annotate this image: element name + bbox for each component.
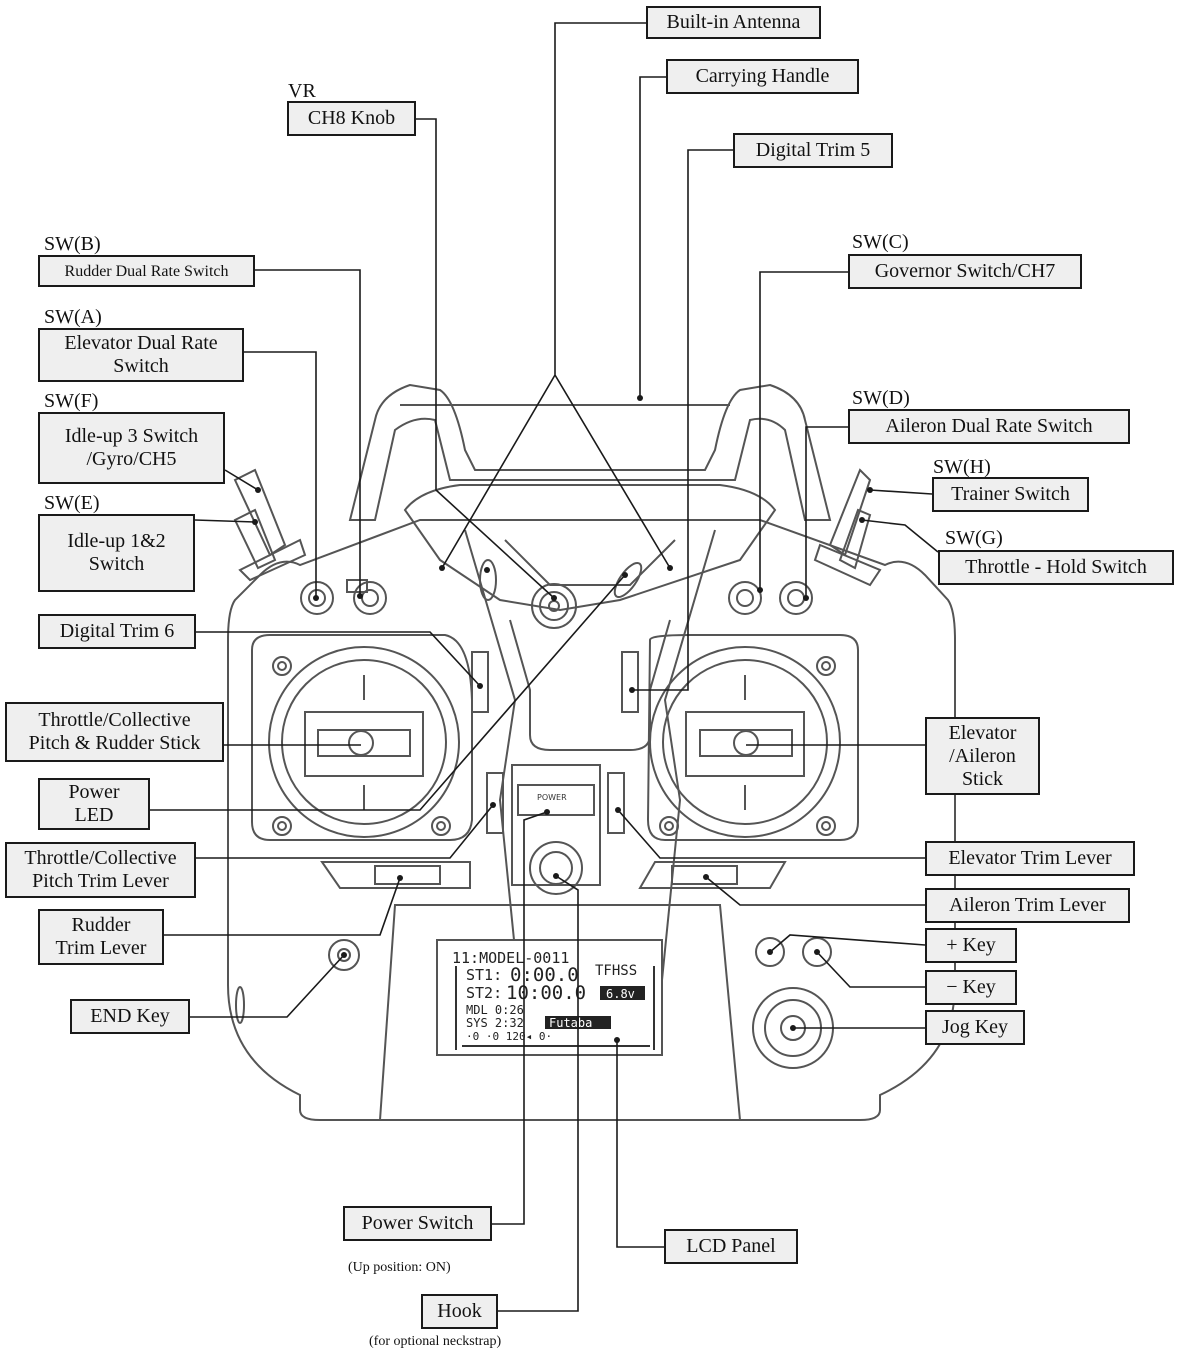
label-digital-trim-5: Digital Trim 5 <box>733 133 893 168</box>
leader-carrying-handle <box>639 76 666 398</box>
lcd-mdl: MDL 0:26 <box>466 1003 524 1017</box>
label-aileron-dual-rate: Aileron Dual Rate Switch <box>848 409 1130 444</box>
label-end-key: END Key <box>70 999 190 1034</box>
minus-key <box>802 937 832 967</box>
label-hook: Hook <box>421 1294 498 1329</box>
leader-lcd-panel <box>616 1040 664 1248</box>
leader-built-in-antenna <box>441 22 671 569</box>
ch8-knob <box>531 583 577 629</box>
aileron-trim-lever <box>638 861 787 889</box>
transmitter-body <box>227 519 956 1121</box>
digital-trim-6 <box>471 651 489 713</box>
leader-aileron-trim <box>705 876 925 906</box>
note-power-switch: (Up position: ON) <box>348 1260 451 1275</box>
note-hook: (for optional neckstrap) <box>369 1334 502 1349</box>
leader-trainer-switch <box>869 489 933 495</box>
left-stick-gimbal <box>251 634 473 841</box>
leader-aileron-dual-rate <box>805 426 848 598</box>
lcd-bottom: ·0 ·0 120◂ 0· <box>466 1030 552 1043</box>
label-built-in-antenna: Built-in Antenna <box>646 6 821 39</box>
leader-end-key <box>190 954 345 1018</box>
code-sw-f: SW(F) <box>44 390 99 412</box>
code-sw-c: SW(C) <box>852 231 909 253</box>
leader-governor-switch <box>759 271 848 590</box>
hook <box>529 841 583 895</box>
label-ch8-knob: CH8 Knob <box>287 101 416 136</box>
end-key <box>328 939 360 971</box>
leader-elevator-dual-rate <box>244 351 317 598</box>
leader-throttle-trim <box>196 804 494 859</box>
label-aileron-trim: Aileron Trim Lever <box>925 888 1130 923</box>
label-trainer-switch: Trainer Switch <box>932 477 1089 512</box>
leader-rudder-trim <box>164 877 401 936</box>
leader-ch8-knob <box>416 118 555 599</box>
code-sw-e: SW(E) <box>44 492 100 514</box>
lcd-st2: ST2: <box>466 984 502 1002</box>
throttle-trim-lever <box>486 772 504 834</box>
label-power-switch: Power Switch <box>343 1206 492 1241</box>
left-toggle-switches <box>233 468 387 615</box>
leader-plus-key <box>769 934 926 953</box>
label-lcd-panel: LCD Panel <box>664 1229 798 1264</box>
carrying-handle <box>348 383 832 521</box>
leader-hook <box>498 875 579 1312</box>
lcd-st1-time: 0:00.0 <box>510 964 579 986</box>
leader-elevator-trim <box>617 809 925 859</box>
power-switch-panel <box>511 764 601 886</box>
label-governor-switch: Governor Switch/CH7 <box>848 254 1082 289</box>
lcd-system: TFHSS <box>595 963 637 979</box>
lcd-content: 11:MODEL-0011 ST1: 0:00.0 TFHSS ST2: 10:… <box>452 949 655 1050</box>
label-plus-key: + Key <box>925 928 1017 963</box>
leader-power-led <box>150 574 626 811</box>
lcd-voltage: 6.8v <box>606 987 635 1001</box>
code-sw-b: SW(B) <box>44 233 101 255</box>
leader-digital-trim-5 <box>632 149 733 691</box>
label-elevator-trim: Elevator Trim Lever <box>925 841 1135 876</box>
code-sw-d: SW(D) <box>852 387 910 409</box>
plus-key <box>755 937 785 967</box>
code-sw-g: SW(G) <box>945 527 1003 549</box>
label-throttle-hold: Throttle - Hold Switch <box>938 550 1174 585</box>
leader-minus-key <box>816 951 925 988</box>
lcd-brand: Futaba <box>549 1016 592 1030</box>
lcd-st1: ST1: <box>466 966 502 984</box>
lcd-st2-time: 10:00.0 <box>506 982 586 1004</box>
leader-idle-up-12 <box>194 519 256 523</box>
leader-throttle-hold <box>861 519 939 553</box>
lcd-sys: SYS 2:32 <box>466 1016 524 1030</box>
digital-trim-5 <box>621 651 639 713</box>
code-sw-h: SW(H) <box>933 456 991 478</box>
code-sw-a: SW(A) <box>44 306 102 328</box>
code-vr: VR <box>288 80 316 102</box>
leader-digital-trim-6 <box>196 631 481 687</box>
leader-idle-up-3 <box>224 469 259 491</box>
elevator-trim-lever <box>607 772 625 834</box>
leader-power-switch <box>492 811 548 1225</box>
leader-rudder-dual-rate <box>255 269 361 596</box>
label-rudder-dual-rate: Rudder Dual Rate Switch <box>38 255 255 287</box>
label-idle-up-3: Idle-up 3 Switch/Gyro/CH5 <box>38 412 225 484</box>
rudder-trim-lever <box>320 861 471 889</box>
label-minus-key: − Key <box>925 970 1017 1005</box>
lcd-line1: 11:MODEL-0011 <box>452 949 569 967</box>
label-jog-key: Jog Key <box>925 1010 1025 1045</box>
label-digital-trim-6: Digital Trim 6 <box>38 614 196 649</box>
right-stick-gimbal <box>646 634 859 841</box>
label-carrying-handle: Carrying Handle <box>666 59 859 94</box>
power-label: POWER <box>537 793 567 802</box>
